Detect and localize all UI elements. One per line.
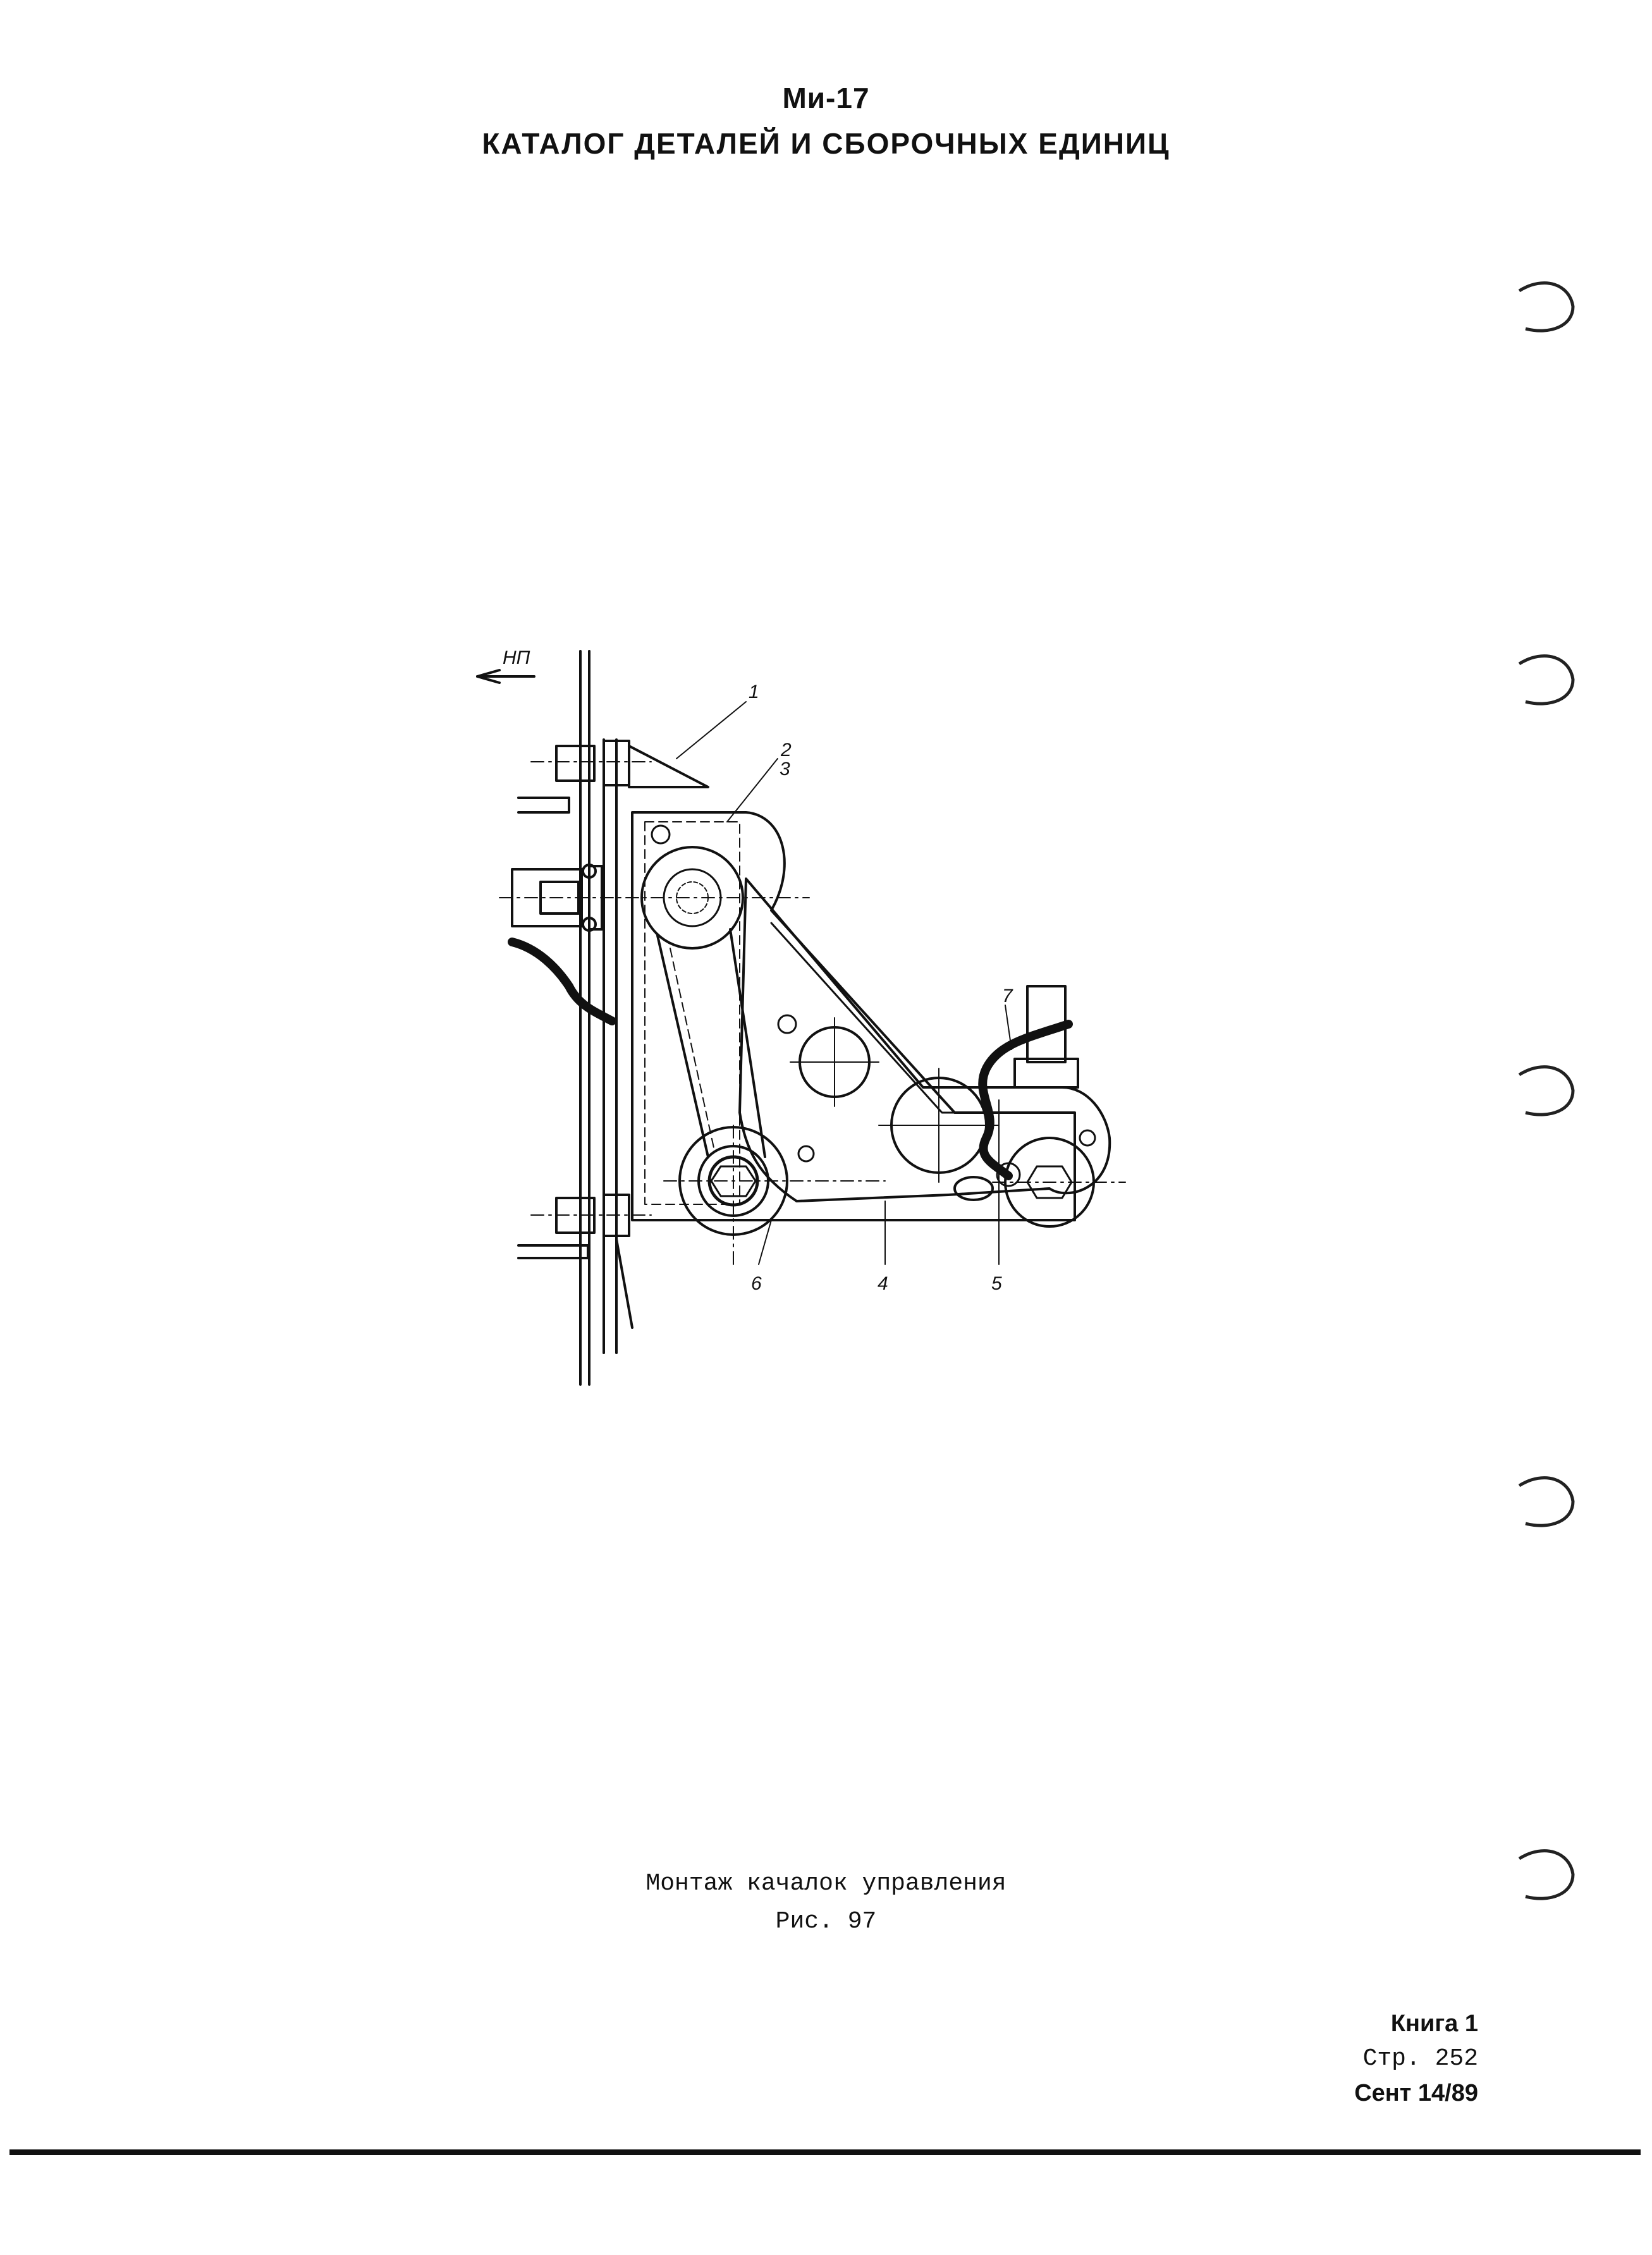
book-number: Книга 1: [1390, 2010, 1478, 2037]
rocker-lever: [640, 846, 788, 1236]
direction-label: НП: [503, 647, 530, 668]
bonding-strap-right: [978, 1020, 1073, 1180]
page-number: Стр. 252: [1362, 2045, 1478, 2072]
middle-bolt: [499, 864, 810, 932]
callout-3: 3: [780, 759, 790, 779]
punch-hole-icon: [1518, 1065, 1575, 1116]
triangular-bracket: [738, 877, 1111, 1202]
aircraft-model: Ми-17: [782, 82, 870, 114]
punch-hole-icon: [1518, 1476, 1575, 1527]
bracket-plate: [631, 811, 1076, 1221]
lightening-holes: [790, 1017, 1000, 1201]
callout-4: 4: [878, 1273, 888, 1294]
frame-wall: [579, 650, 618, 1386]
bottom-pivot: [663, 1125, 886, 1265]
callout-leaders: [676, 701, 1012, 1265]
figure-number: Рис. 97: [775, 1908, 877, 1935]
punch-hole-icon: [1518, 654, 1575, 706]
callout-6: 6: [751, 1273, 762, 1294]
callout-7: 7: [1002, 986, 1013, 1006]
callout-1: 1: [749, 681, 759, 702]
bottom-bracket: [517, 1194, 652, 1329]
figure-title: Монтаж качалок управления: [646, 1870, 1006, 1897]
bonding-strap-left: [508, 938, 616, 1025]
revision-date: Сент 14/89: [1354, 2080, 1478, 2106]
punch-hole-icon: [1518, 1849, 1575, 1900]
callout-2: 2: [780, 740, 792, 761]
callout-5: 5: [991, 1273, 1002, 1294]
catalog-title: КАТАЛОГ ДЕТАЛЕЙ И СБОРОЧНЫХ ЕДИНИЦ: [482, 127, 1170, 160]
technical-drawing: НП: [476, 647, 1126, 1386]
bottom-rule: [9, 2149, 1641, 2155]
punch-hole-icon: [1518, 281, 1575, 333]
top-bracket: [517, 740, 709, 814]
direction-arrow: НП: [476, 647, 535, 684]
